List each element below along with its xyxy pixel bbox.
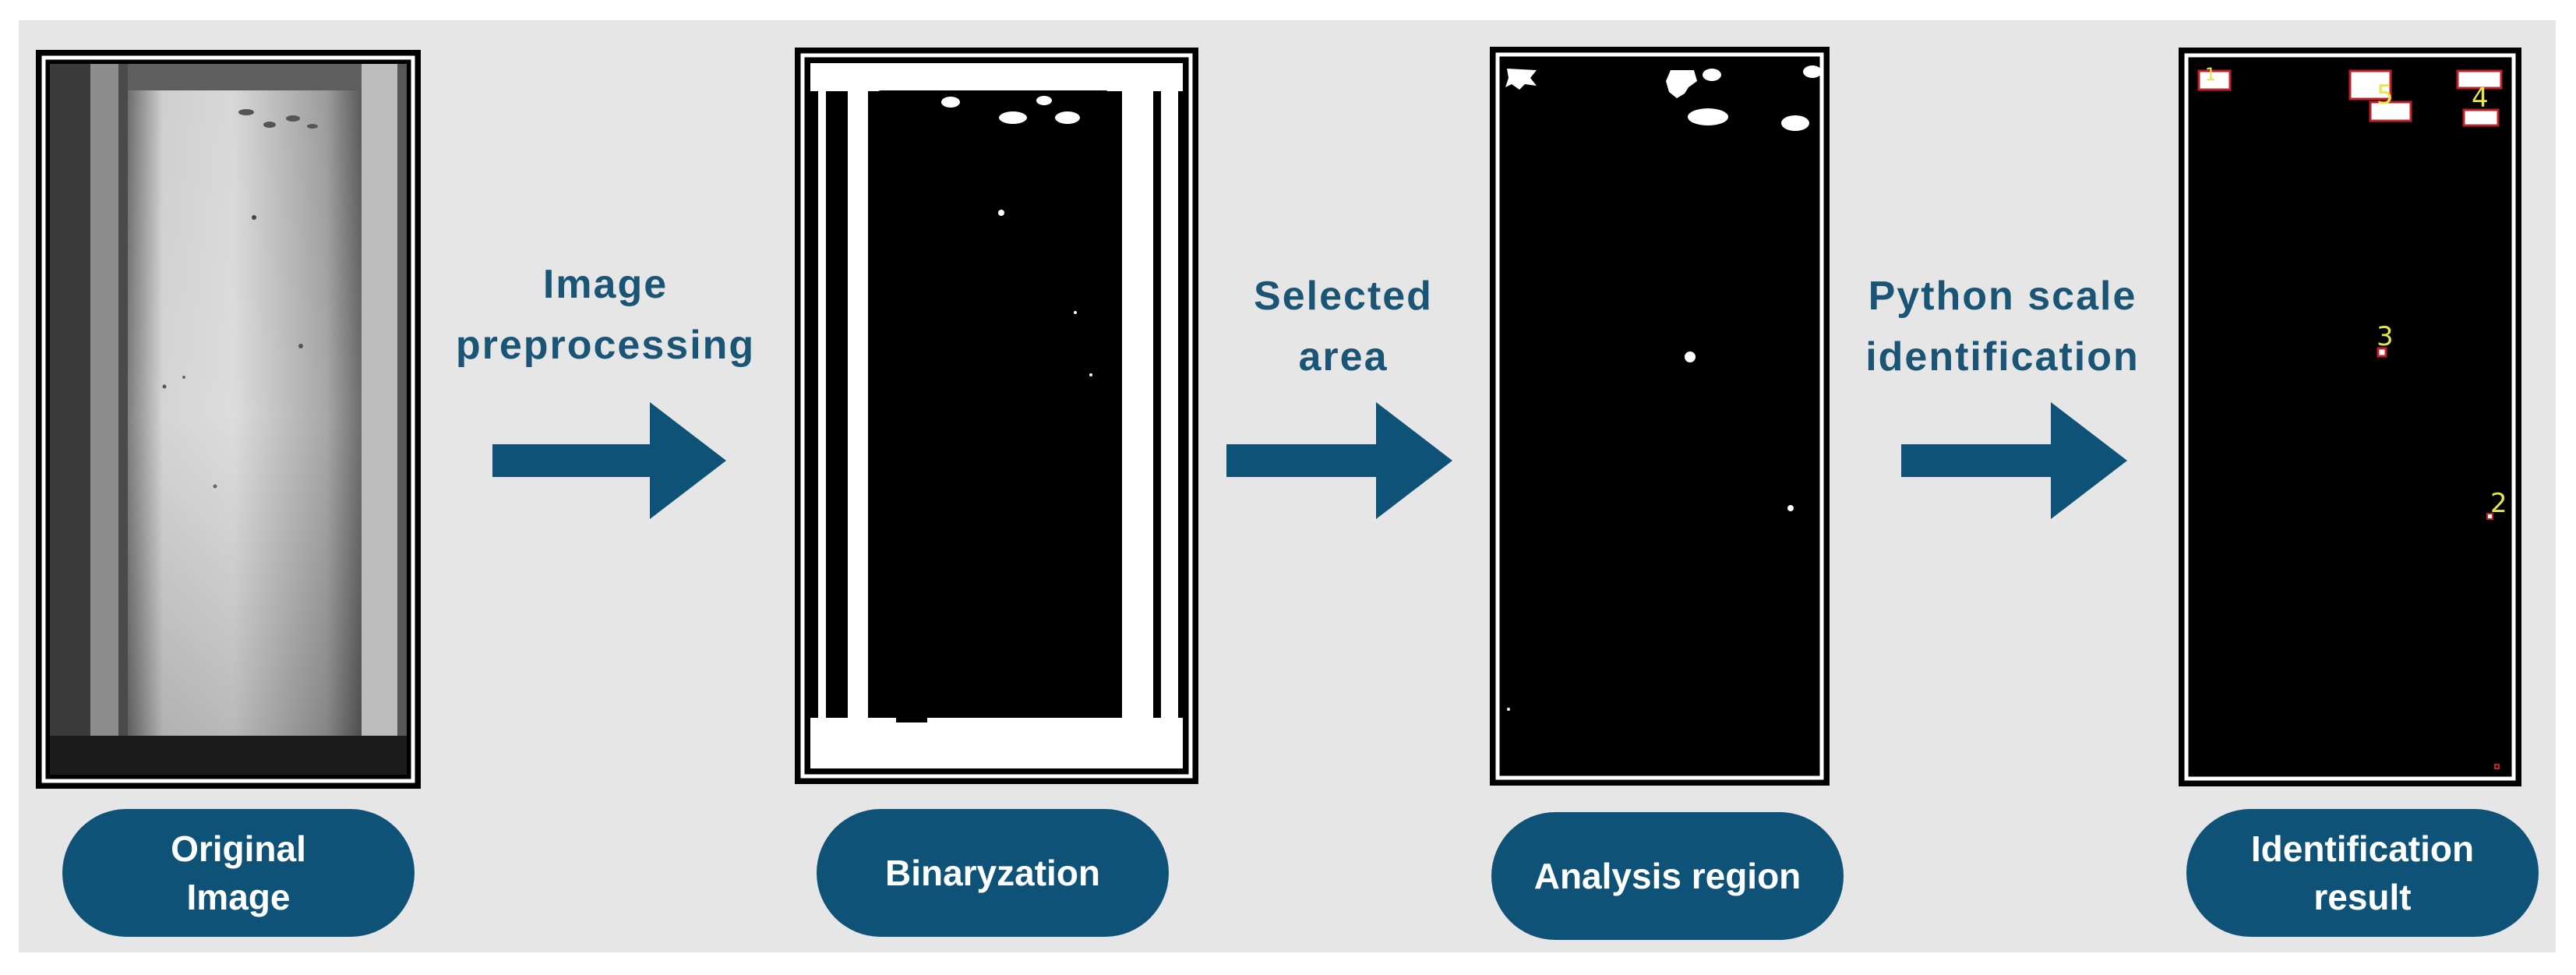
arrow-right-icon [1226, 402, 1452, 519]
step-label-binaryzation: Binaryzation [817, 809, 1169, 937]
transition-line: Image [542, 262, 669, 307]
pill-line: Binaryzation [884, 853, 1101, 893]
analysis-region-graphic [1495, 52, 1824, 780]
original-image-panel [36, 50, 421, 789]
pill-line: Identification [2250, 828, 2475, 869]
arrow-right-icon [1901, 402, 2127, 519]
marker-3: 3 [2377, 321, 2394, 352]
identification-result-graphic: 1 5 4 3 2 [2184, 53, 2516, 781]
transition-line: Python scale [1868, 274, 2137, 319]
pill-line: Original [171, 828, 306, 869]
arrow-right-icon [492, 402, 726, 519]
transition-line: Selected [1254, 274, 1433, 319]
transition-line: area [1298, 334, 1389, 380]
original-image-graphic [41, 55, 415, 783]
pill-line: Analysis region [1533, 856, 1801, 896]
transition-label-python-scale: Python scale identification [1833, 266, 2172, 387]
binaryzation-graphic [800, 53, 1193, 779]
pill-line: Image [186, 877, 291, 917]
marker-4: 4 [2472, 83, 2489, 114]
marker-1: 1 [2205, 65, 2216, 85]
transition-label-image-preprocessing: Image preprocessing [422, 254, 789, 376]
transition-line: identification [1865, 334, 2140, 380]
diagram-canvas: 1 5 4 3 2 Image preprocessing Selected a… [19, 20, 2556, 952]
step-label-original-image: Original Image [62, 809, 415, 937]
analysis-region-panel [1490, 47, 1830, 786]
identification-result-panel: 1 5 4 3 2 [2179, 48, 2521, 786]
marker-5: 5 [2377, 79, 2394, 111]
step-label-analysis-region: Analysis region [1491, 812, 1844, 940]
pill-line: result [2313, 877, 2412, 917]
transition-label-selected-area: Selected area [1203, 266, 1484, 387]
step-label-identification-result: Identification result [2186, 809, 2539, 937]
marker-2: 2 [2490, 488, 2507, 519]
binaryzation-panel [795, 48, 1198, 784]
transition-line: preprocessing [455, 323, 756, 368]
